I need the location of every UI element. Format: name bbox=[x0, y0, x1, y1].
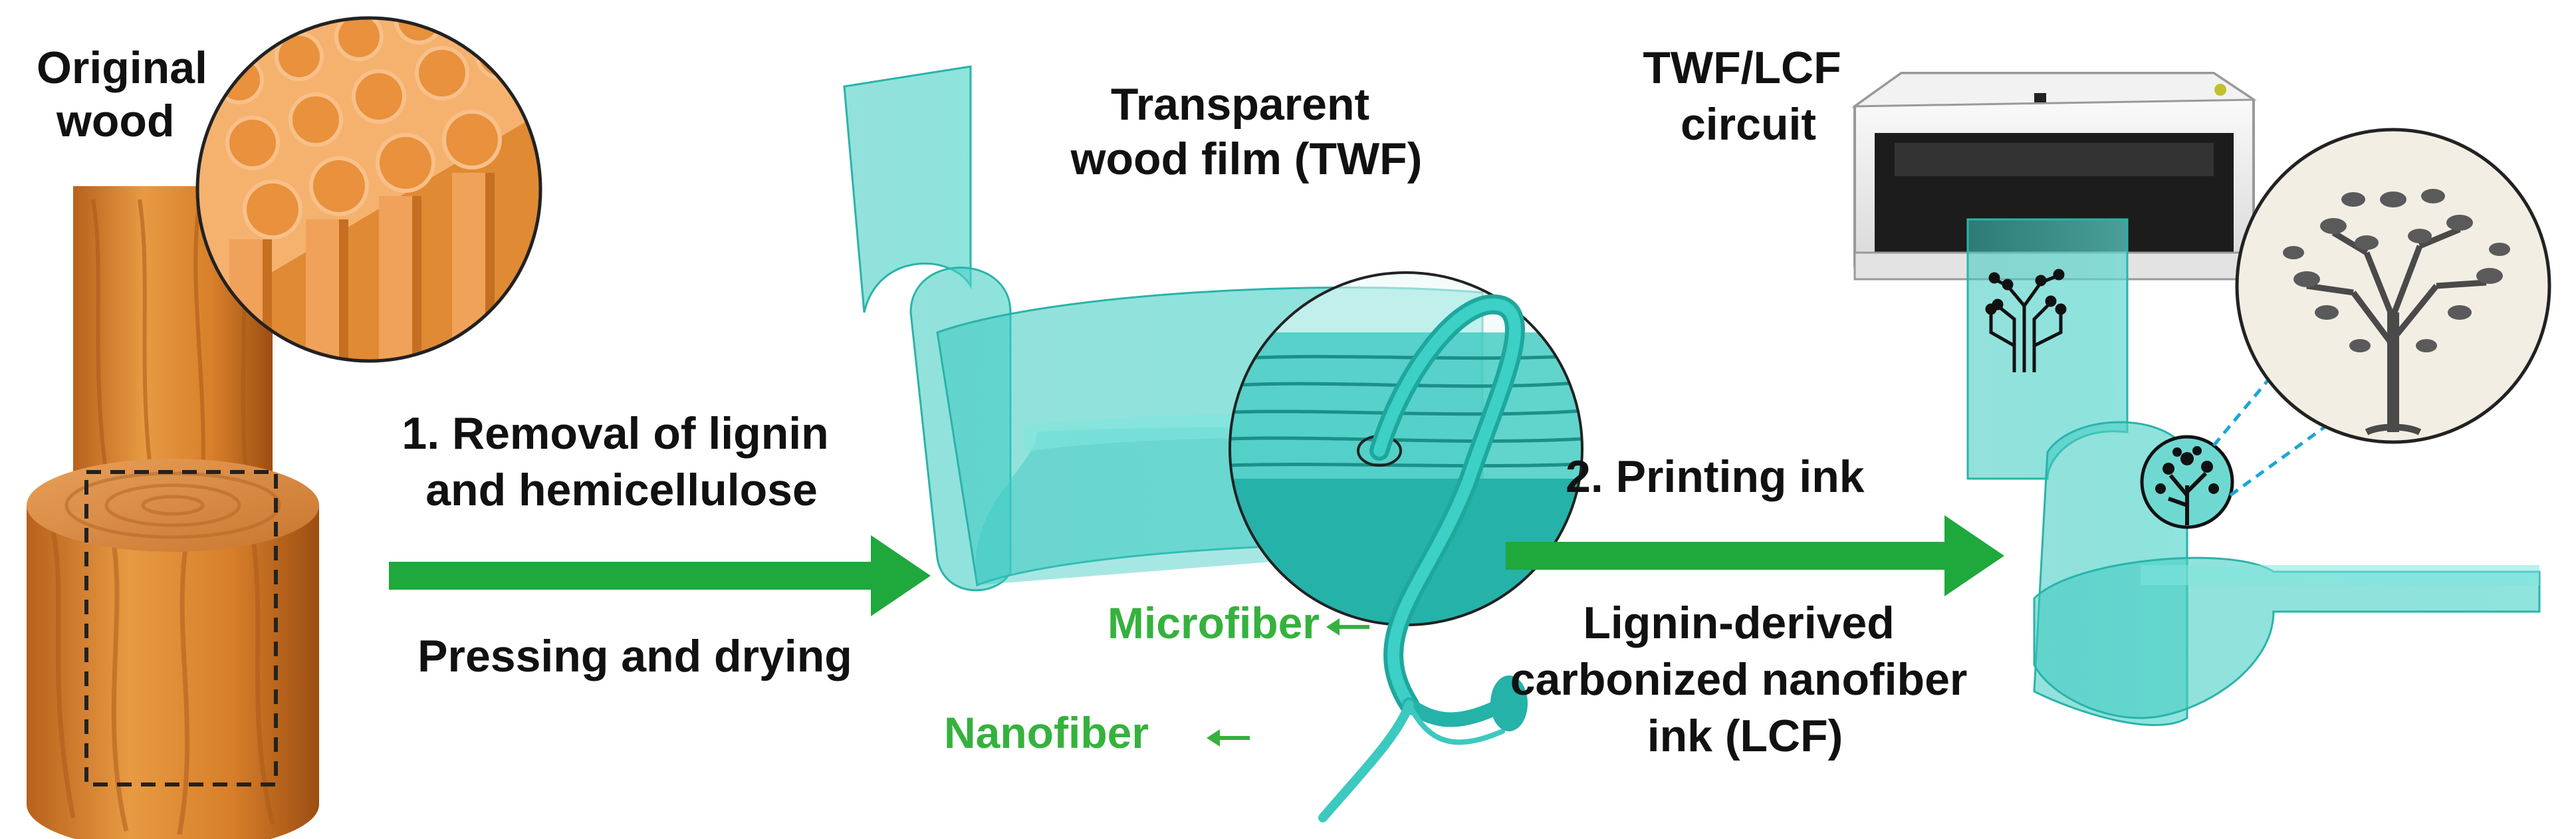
fiber-zoom-circle bbox=[1229, 271, 1583, 626]
step2-label: 2. Printing ink bbox=[1566, 451, 1865, 502]
twf-label: Transparent wood film (TWF) bbox=[1070, 79, 1423, 184]
step1-label: 1. Removal of lignin and hemicellulose bbox=[402, 408, 841, 515]
step2-arrow bbox=[1506, 515, 2004, 596]
original-wood-label: Original wood bbox=[37, 43, 220, 146]
tree-emblem-icon bbox=[2140, 435, 2234, 529]
microfiber-pointer: Microfiber bbox=[1108, 598, 1369, 648]
microfiber-bundle bbox=[1318, 294, 1525, 822]
nanofiber-pointer: Nanofiber bbox=[944, 708, 1250, 757]
circuit-tree-icon bbox=[1985, 269, 2067, 372]
circuit-label: TWF/LCF circuit bbox=[1643, 43, 1853, 150]
lcf-label: Lignin-derived carbonized nanofiber ink … bbox=[1510, 598, 1980, 761]
microfiber-label: Microfiber bbox=[1108, 598, 1320, 648]
microfiber-end bbox=[1490, 675, 1528, 731]
nanofiber-label: Nanofiber bbox=[944, 708, 1149, 757]
step1-arrow bbox=[389, 535, 931, 616]
zoom-connector bbox=[2212, 344, 2328, 497]
pressing-label: Pressing and drying bbox=[417, 631, 852, 681]
tree-pattern-icon bbox=[2235, 128, 2551, 444]
printer-icon bbox=[1851, 72, 2257, 281]
